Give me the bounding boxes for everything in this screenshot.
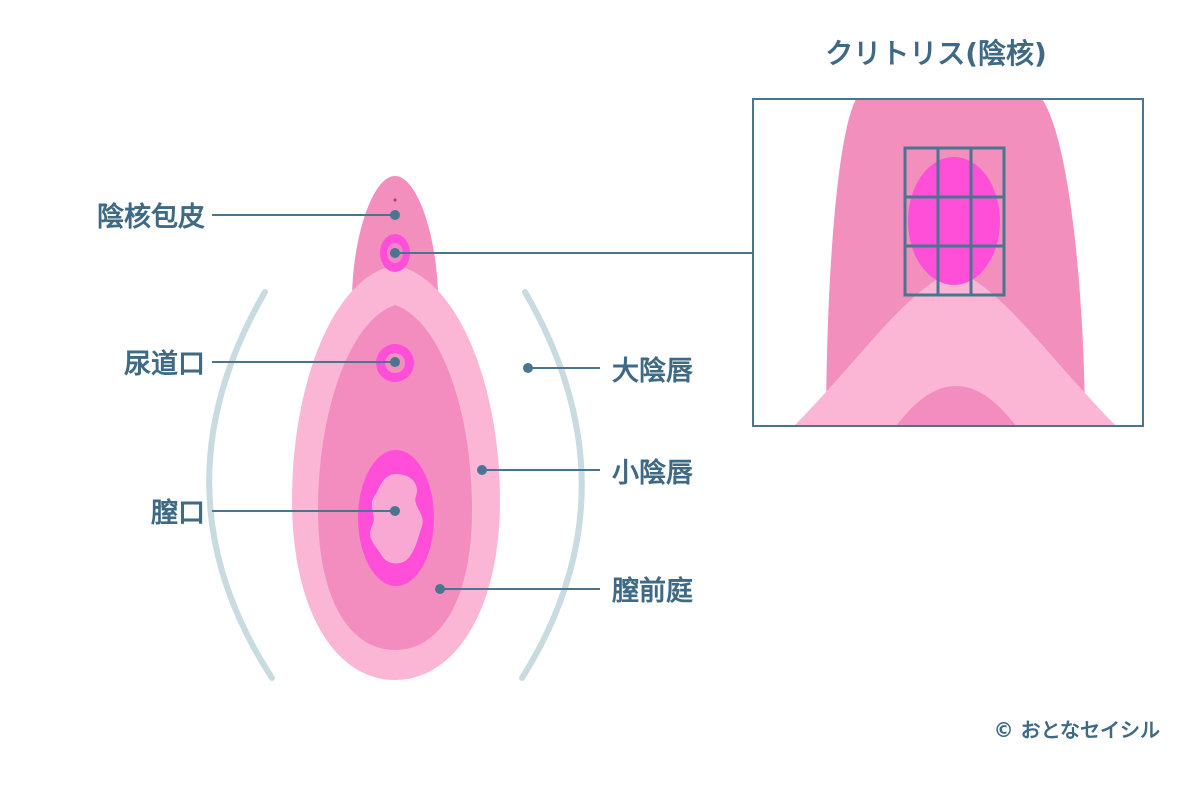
leader-dot-urethral-opening bbox=[390, 357, 400, 367]
label-vestibule: 膣前庭 bbox=[612, 575, 693, 607]
leader-dot-labia-minora bbox=[477, 465, 487, 475]
inset-frame bbox=[752, 98, 1144, 427]
label-labia-minora: 小陰唇 bbox=[612, 457, 693, 489]
inset-zoom-content bbox=[753, 99, 1143, 426]
label-vaginal-opening: 膣口 bbox=[151, 497, 205, 529]
leader-dot-vestibule bbox=[435, 584, 445, 594]
label-labia-majora: 大陰唇 bbox=[612, 355, 693, 387]
inset-vestibule-shape bbox=[896, 386, 1016, 426]
copyright-text: © おとなセイシル bbox=[994, 718, 1160, 742]
hood-tip-dot bbox=[393, 198, 397, 202]
inset-grid bbox=[903, 146, 1006, 297]
leader-dot-clitoris bbox=[390, 248, 400, 258]
leader-dot-labia-majora bbox=[523, 363, 533, 373]
vaginal-opening-inner bbox=[370, 474, 423, 564]
inset-labia-minora-shape bbox=[793, 270, 1117, 426]
inset-title: クリトリス(陰核) bbox=[825, 37, 1047, 70]
inset-clitoris-shape bbox=[908, 157, 1000, 285]
leader-dot-clitoral-hood bbox=[390, 210, 400, 220]
label-clitoral-hood: 陰核包皮 bbox=[97, 201, 205, 233]
label-urethral-opening: 尿道口 bbox=[124, 348, 205, 380]
labia-majora-left-arc bbox=[206, 289, 275, 681]
leader-dot-vaginal-opening bbox=[390, 506, 400, 516]
labia-majora-right-arc bbox=[519, 289, 585, 681]
